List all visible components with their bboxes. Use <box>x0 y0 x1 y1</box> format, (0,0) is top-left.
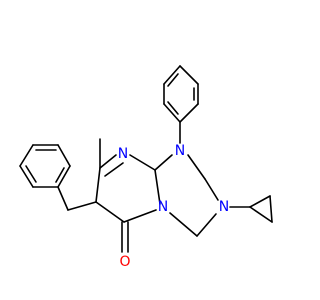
molecule-structure: N N N N O <box>19 65 273 270</box>
nitrogen-atom-ring: N <box>118 146 128 162</box>
benzyl-group <box>19 144 97 211</box>
oxygen-atom-carbonyl: O <box>119 254 130 270</box>
nitrogen-atom-cyclopropyl: N <box>219 199 229 215</box>
nitrogen-atom-top: N <box>175 143 185 159</box>
phenyl-ring-top <box>163 65 199 144</box>
nitrogen-atom-bridge: N <box>158 199 168 215</box>
molecule-canvas: N N N N O <box>19 65 273 270</box>
cyclopropyl-group <box>229 195 273 223</box>
fused-ring-system <box>95 138 219 253</box>
